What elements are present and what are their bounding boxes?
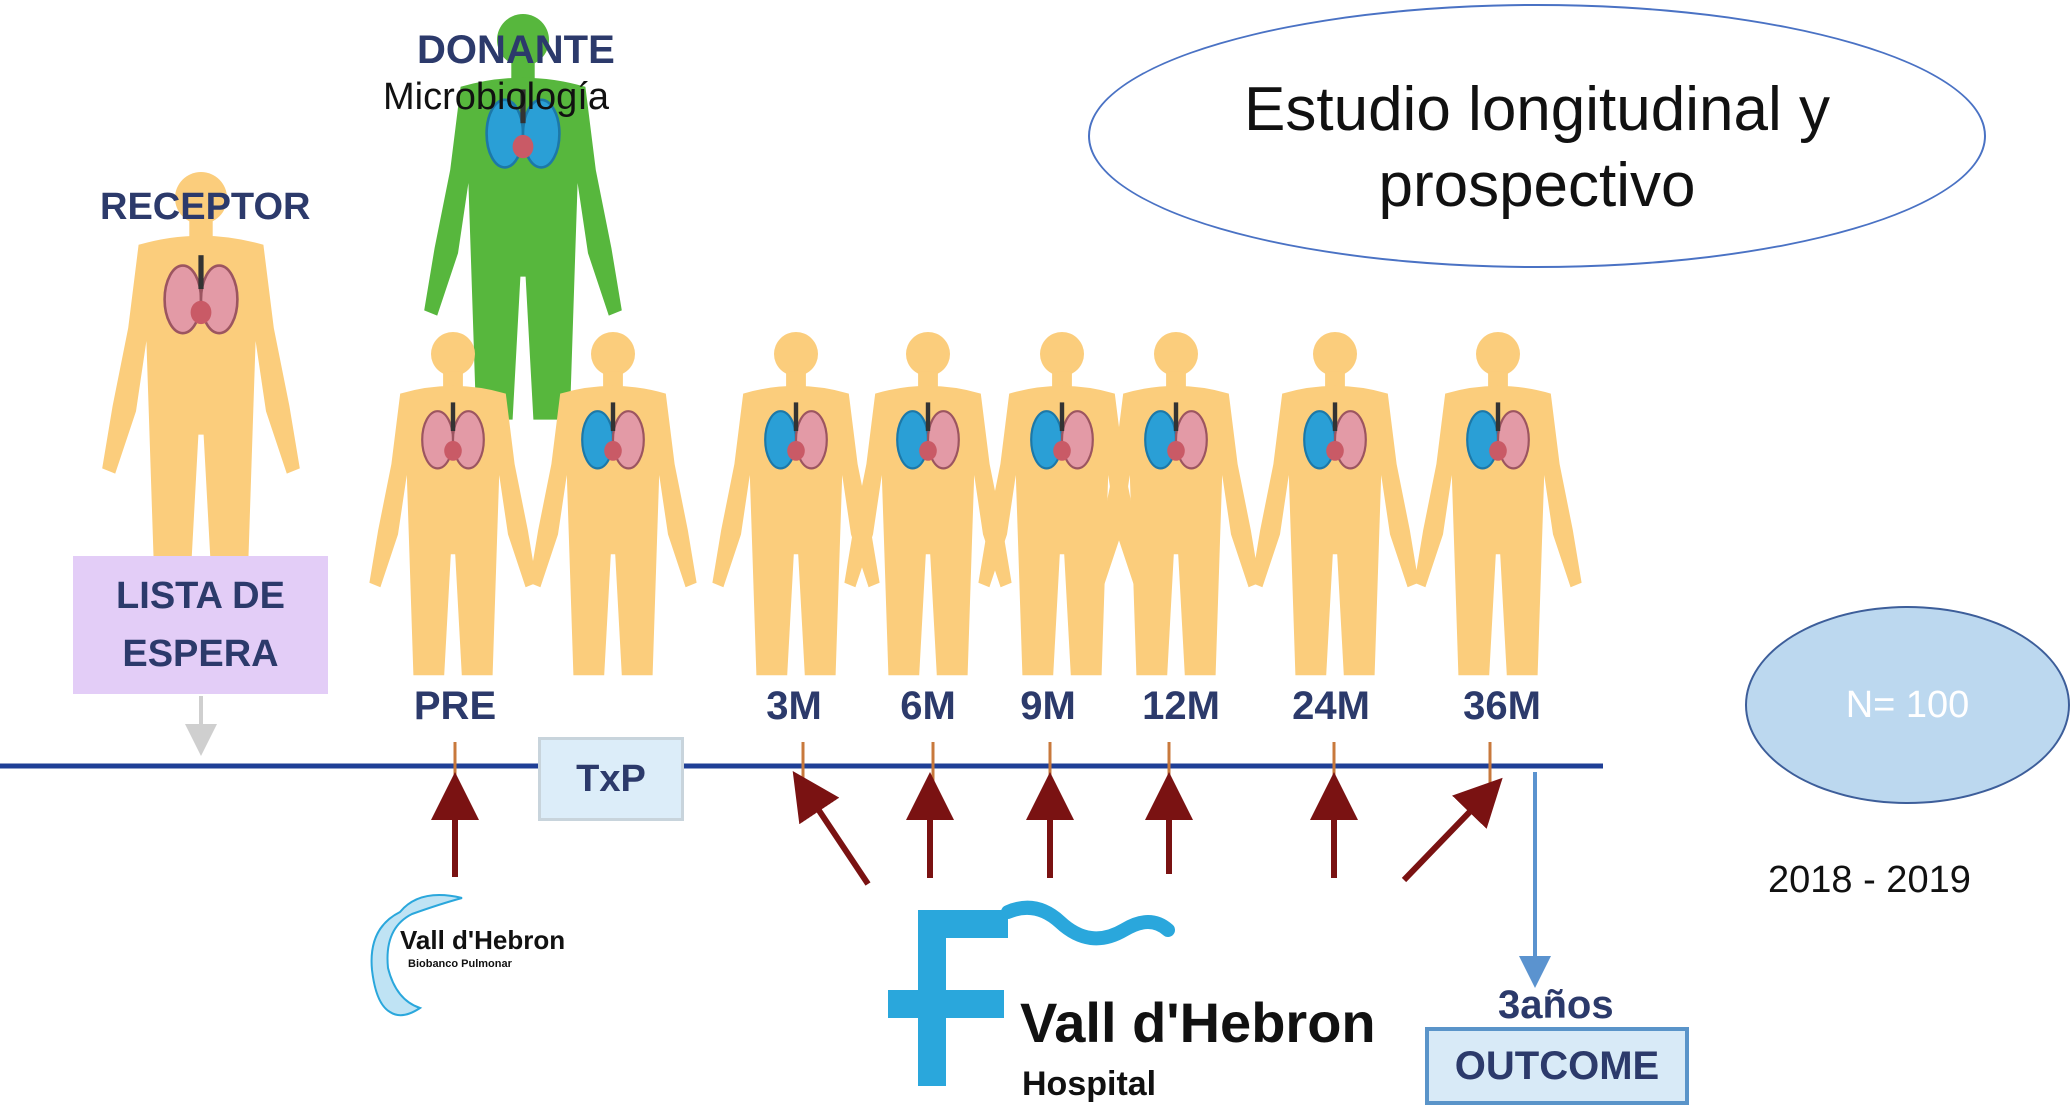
study-type-ellipse — [1088, 4, 1986, 268]
donante-subtitle: Microbiología — [383, 76, 609, 118]
transplant-box: TxP — [538, 737, 684, 821]
patient-figure-36m — [1414, 332, 1582, 676]
receptor-title: RECEPTOR — [100, 186, 311, 228]
timepoint-label-3m: 3M — [766, 684, 822, 728]
donante-title: DONANTE — [417, 28, 615, 72]
timepoint-label-12m: 12M — [1142, 684, 1220, 728]
outcome-years: 3años — [1498, 983, 1614, 1027]
biobank-name: Vall d'Hebron — [400, 925, 566, 955]
patient-figure-6m — [844, 332, 1012, 676]
donor-figure — [424, 14, 622, 420]
hospital-logo-icon — [888, 910, 1008, 1086]
timepoint-label-24m: 24M — [1292, 684, 1370, 728]
timepoint-label-36m: 36M — [1463, 684, 1541, 728]
sampling-arrows — [431, 771, 1503, 886]
hospital-name: Vall d'Hebron — [1020, 991, 1376, 1054]
sample-size-ellipse: N= 100 — [1745, 606, 2070, 804]
patient-figure-24m — [1251, 332, 1419, 676]
outcome-box: OUTCOME — [1425, 1027, 1689, 1105]
hospital-logo-wave-icon — [1001, 900, 1175, 946]
receptor-figure — [102, 172, 300, 578]
study-period: 2018 - 2019 — [1768, 859, 1971, 901]
patient-figure-3m — [712, 332, 880, 676]
hospital-subtitle: Hospital — [1022, 1065, 1157, 1103]
biobank-subtitle: Biobanco Pulmonar — [408, 958, 512, 970]
study-type-text: Estudio longitudinal y prospectivo — [1244, 75, 1830, 220]
timepoint-label-pre: PRE — [413, 684, 497, 728]
patient-figure-12m — [1092, 332, 1260, 676]
biobank-logo-icon — [370, 894, 463, 1017]
timepoint-label-6m: 6M — [900, 684, 956, 728]
wait-list-box: LISTA DE ESPERA — [73, 556, 328, 694]
timepoint-label-9m: 9M — [1020, 684, 1076, 728]
